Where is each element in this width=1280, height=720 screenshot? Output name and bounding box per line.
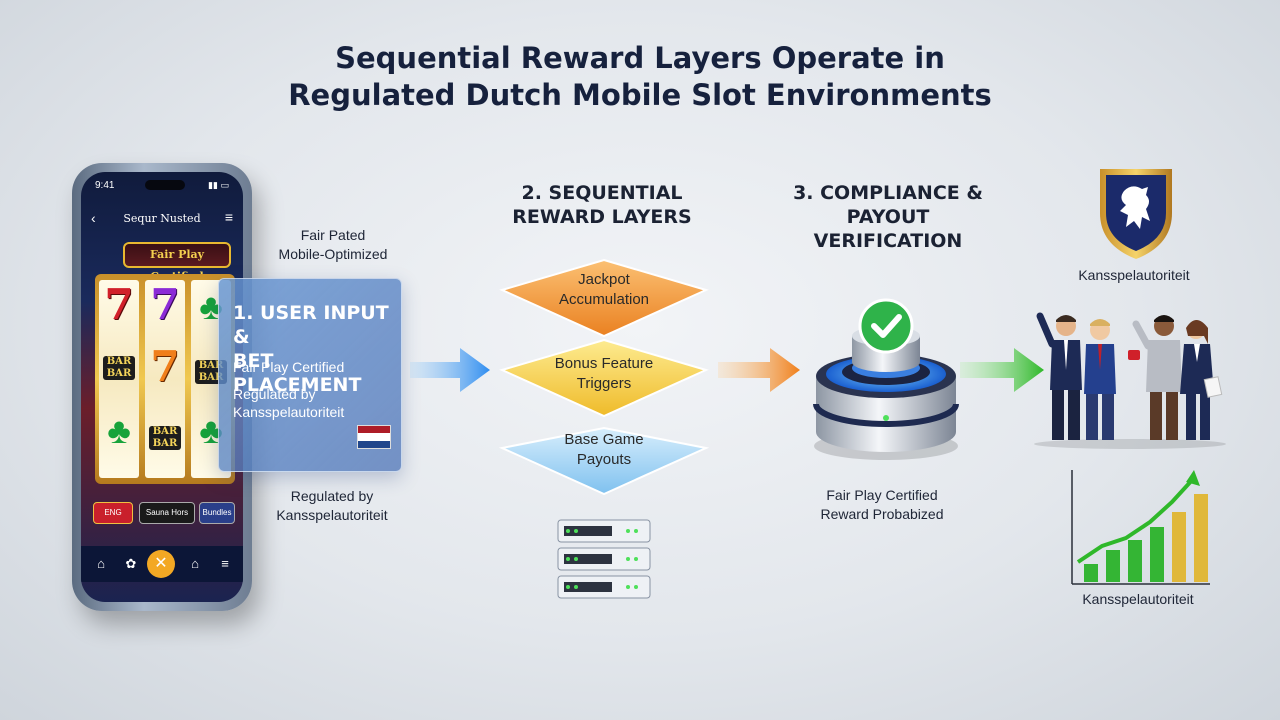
step3-title: 3. COMPLIANCE & PAYOUT VERIFICATION xyxy=(770,181,1006,253)
step1-title: 1. USER INPUT & BET PLACEMENT xyxy=(233,301,401,397)
step3-title-line-1: 3. COMPLIANCE & xyxy=(793,182,983,204)
layer-jackpot-line-1: Jackpot xyxy=(578,271,630,288)
step3-caption-line-2: Reward Probabized xyxy=(820,506,944,522)
title-line-2: Regulated Dutch Mobile Slot Environments xyxy=(288,78,992,112)
shop-icon[interactable]: ⌂ xyxy=(191,556,199,571)
phone-notch xyxy=(145,180,185,190)
step3-title-line-2: PAYOUT VERIFICATION xyxy=(813,206,963,252)
chart-label: Kansspelautoriteit xyxy=(1082,591,1194,607)
spin-button[interactable]: ✕ xyxy=(147,550,175,578)
page-title: Sequential Reward Layers Operate in Regu… xyxy=(0,40,1280,114)
arrow-orange-icon xyxy=(718,348,800,392)
layer-bonus-line-2: Triggers xyxy=(576,375,632,392)
fair-play-banner: Fair Play Certified xyxy=(123,242,231,283)
layer-jackpot-diamond xyxy=(499,258,709,338)
growth-bar xyxy=(1128,540,1142,582)
phone-nav-bar: ⌂ ✿ ✕ ⌂ ≡ xyxy=(81,546,243,582)
side-label-bottom-2: Kansspelautoriteit xyxy=(276,507,388,523)
step3-caption-line-1: Fair Play Certified xyxy=(826,487,938,503)
lang-button[interactable]: ENG xyxy=(93,502,133,524)
side-label-top-2: Mobile-Optimized xyxy=(278,246,388,262)
layer-base-line-2: Payouts xyxy=(576,451,632,468)
growth-bar xyxy=(1150,527,1164,582)
home-icon[interactable]: ⌂ xyxy=(97,556,105,571)
layer-base-diamond xyxy=(498,426,710,496)
title-line-1: Sequential Reward Layers Operate in xyxy=(335,41,945,75)
more-icon[interactable]: ≡ xyxy=(221,556,229,571)
seven-symbol: 7 xyxy=(150,342,180,391)
step1-fair-play: Fair Play Certified xyxy=(233,359,345,375)
app-bar: ‹ Sequr Nusted ≡ xyxy=(81,206,243,232)
people-celebrating-icon xyxy=(1034,312,1226,449)
menu-icon[interactable]: ≡ xyxy=(224,209,233,225)
step1-regulated: Regulated by Kansspelautoriteit xyxy=(233,386,345,420)
step2-title-line-2: REWARD LAYERS xyxy=(512,206,692,228)
growth-bar xyxy=(1084,564,1098,582)
phone-button-row: ENG Sauna Hors Bundles xyxy=(93,502,235,526)
step2-title: 2. SEQUENTIAL REWARD LAYERS xyxy=(500,181,704,229)
shield-label: Kansspelautoriteit xyxy=(1078,267,1190,283)
back-icon[interactable]: ‹ xyxy=(91,210,96,226)
arrow-green-icon xyxy=(960,348,1044,392)
side-label-bottom-1: Regulated by xyxy=(290,488,374,504)
growth-chart-icon xyxy=(1071,470,1210,585)
verification-device xyxy=(813,298,959,460)
growth-bar xyxy=(1172,512,1186,582)
layer-jackpot-line-2: Accumulation xyxy=(558,291,650,308)
step2-title-line-1: 2. SEQUENTIAL xyxy=(521,182,683,204)
lion-shield-icon xyxy=(1100,169,1172,259)
step1-card: 1. USER INPUT & BET PLACEMENT Fair Play … xyxy=(218,278,402,472)
gift-icon[interactable]: ✿ xyxy=(125,556,137,571)
clover-symbol: ♣ xyxy=(199,286,223,327)
step3-caption: Fair Play Certified Reward Probabized xyxy=(782,486,982,524)
layer-base-line-1: Base Game xyxy=(564,431,644,448)
reward-layers-stack xyxy=(498,258,710,496)
step1-title-line-1: 1. USER INPUT & xyxy=(233,302,389,348)
step1-title-line-2: BET PLACEMENT xyxy=(233,350,362,396)
arrow-blue-icon xyxy=(410,348,490,392)
layer-base-label: Base Game Payouts xyxy=(524,430,684,470)
seven-symbol: 7 xyxy=(104,280,134,329)
server-stack-icon xyxy=(557,519,651,599)
side-label-top: Fair Pated Mobile-Optimized xyxy=(268,226,398,264)
clover-symbol: ♣ xyxy=(107,410,131,451)
seven-symbol: 7 xyxy=(150,280,180,329)
game-button[interactable]: Sauna Hors xyxy=(139,502,195,524)
growth-bar xyxy=(1106,550,1120,582)
layer-bonus-line-1: Bonus Feature xyxy=(554,355,654,372)
clover-symbol: ♣ xyxy=(199,410,223,451)
dutch-flag-icon xyxy=(357,425,391,449)
growth-bar xyxy=(1194,494,1208,582)
side-label-bottom: Regulated by Kansspelautoriteit xyxy=(264,487,400,525)
side-label-top-1: Fair Pated xyxy=(300,227,366,243)
bundles-button[interactable]: Bundles xyxy=(199,502,235,524)
signal-battery-icon: ▮▮ ▭ xyxy=(208,180,229,190)
status-time: 9:41 xyxy=(95,180,115,191)
app-title: Sequr Nusted xyxy=(123,212,201,225)
layer-bonus-label: Bonus Feature Triggers xyxy=(524,354,684,394)
layer-bonus-diamond xyxy=(499,338,709,418)
layer-jackpot-label: Jackpot Accumulation xyxy=(524,270,684,310)
